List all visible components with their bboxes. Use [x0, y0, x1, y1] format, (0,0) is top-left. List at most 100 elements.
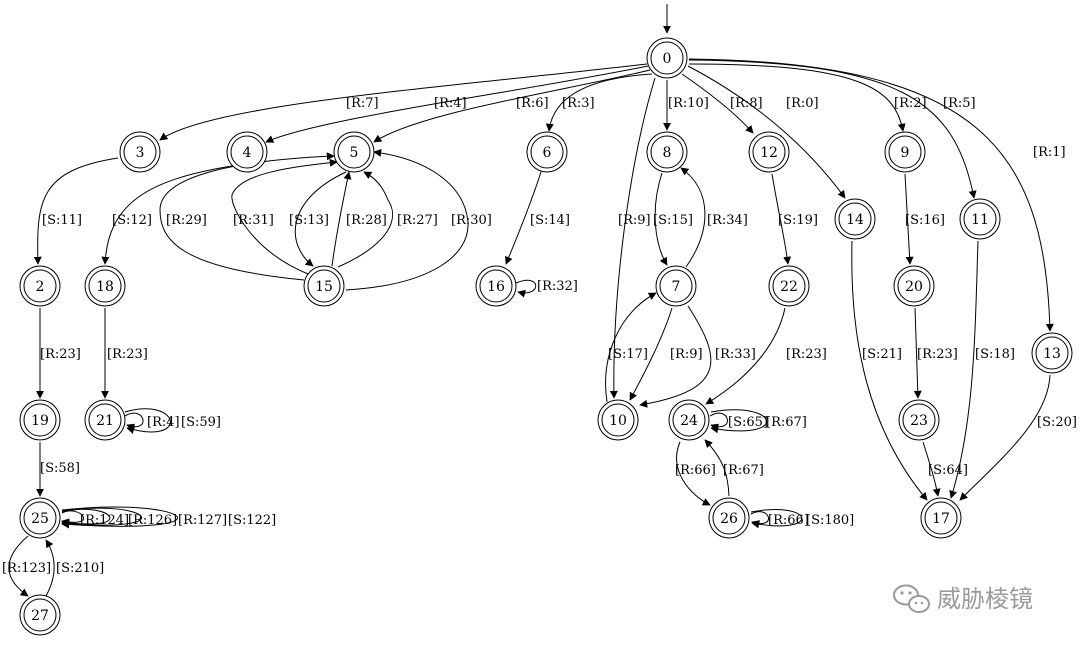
edge-line — [750, 511, 770, 528]
node-label: 21 — [96, 413, 114, 429]
node-label: 25 — [31, 511, 49, 527]
node-inner-ring — [530, 135, 564, 169]
edge-line — [101, 165, 233, 265]
edge-0-14: [R:0] — [687, 65, 846, 199]
edge-line — [681, 73, 754, 134]
edge-label: [R:32] — [537, 279, 578, 294]
edge-label: [S:20] — [1037, 415, 1077, 430]
edge-label: [S:12] — [112, 213, 152, 228]
edge-label: [S:210] — [56, 561, 104, 576]
edge-label: [R:27] — [397, 213, 438, 228]
edges-layer: [R:7][R:4][R:6][R:3][R:10][R:8][R:0][R:2… — [2, 4, 1077, 597]
edge-2-19: [R:23] — [36, 308, 81, 399]
edge-line — [159, 63, 648, 141]
node-inner-ring — [1035, 336, 1069, 370]
edge-15-5: [R:31] — [231, 158, 338, 275]
edge-line — [688, 59, 977, 199]
edge-label: [R:6] — [516, 96, 549, 111]
edge-label: [R:123] — [2, 561, 51, 576]
edge-label: [R:23] — [917, 347, 958, 362]
node-inner-ring — [88, 269, 122, 303]
edge-0-8: [R:10] — [663, 80, 709, 131]
edge-label: [R:23] — [786, 347, 827, 362]
node-label: 13 — [1043, 346, 1061, 362]
edge-0-10: [R:9] — [609, 77, 656, 399]
node-inner-ring — [88, 403, 122, 437]
edge-label: [S:122] — [228, 513, 276, 528]
node-label: 15 — [315, 279, 333, 295]
edge-label: [R:127] — [178, 513, 227, 528]
node-label: 3 — [136, 145, 145, 161]
edge-21-21: [S:59] — [124, 408, 221, 434]
edge-label: [R:28] — [346, 213, 387, 228]
edge-19-25: [S:58] — [36, 442, 80, 497]
edge-line — [345, 148, 469, 291]
edge-label: [R:31] — [233, 213, 274, 228]
edge-line — [654, 172, 668, 266]
edge-line — [959, 374, 1051, 501]
edge-22-24: [R:23] — [705, 307, 827, 405]
edge-label: [R:23] — [40, 347, 81, 362]
node-inner-ring — [838, 202, 872, 236]
edge-0-3: [R:7] — [159, 63, 648, 141]
edge-label: [R:126] — [128, 513, 177, 528]
edge-line — [629, 307, 673, 401]
edge-0-4: [R:4] — [265, 65, 649, 143]
edge-21-21: [R:4] — [124, 412, 180, 432]
edge-25-27: [R:123] — [2, 535, 51, 597]
node-label: 19 — [31, 413, 49, 429]
node-label: 2 — [36, 279, 45, 295]
state-node-7: 7 — [655, 265, 697, 307]
edge-line — [688, 58, 1054, 332]
edge-23-17: [S:64] — [922, 441, 968, 497]
edge-7-10: [R:33] — [639, 305, 756, 408]
node-label: 26 — [720, 511, 738, 527]
node-inner-ring — [897, 269, 931, 303]
edge-line — [545, 73, 653, 132]
edge-line — [61, 507, 143, 528]
edge-line — [265, 65, 649, 143]
edge-13-17: [S:20] — [959, 374, 1077, 501]
edge-label: [S:64] — [928, 463, 968, 478]
edge-line — [337, 171, 394, 268]
edge-label: [S:18] — [975, 347, 1015, 362]
state-node-19: 19 — [19, 399, 61, 441]
wechat-icon — [893, 584, 930, 613]
edge-label: [R:0] — [786, 96, 819, 111]
node-inner-ring — [123, 135, 157, 169]
edge-line — [750, 509, 803, 529]
node-inner-ring — [23, 403, 57, 437]
edge-label: [R:29] — [166, 213, 207, 228]
node-label: 6 — [543, 145, 552, 161]
edge-label: [R:5] — [943, 96, 976, 111]
edge-label: [R:9] — [670, 347, 703, 362]
edge-line — [922, 441, 941, 497]
edge-line — [124, 412, 144, 432]
edge-line — [331, 171, 352, 267]
node-inner-ring — [23, 598, 57, 632]
edge-label: [R:10] — [668, 96, 709, 111]
node-label: 11 — [971, 212, 989, 228]
state-node-18: 18 — [84, 265, 126, 307]
node-inner-ring — [963, 202, 997, 236]
edge-label: [R:67] — [723, 463, 764, 478]
state-node-12: 12 — [748, 131, 790, 173]
edge-line — [609, 77, 656, 399]
node-label: 24 — [680, 413, 698, 429]
edge-line — [680, 167, 706, 268]
edge-24-24: [S:65] — [709, 412, 768, 432]
node-inner-ring — [601, 403, 635, 437]
edge-14-17: [S:21] — [851, 240, 928, 501]
state-node-24: 24 — [668, 399, 710, 441]
edge-0-5: [R:6] — [373, 69, 651, 143]
node-label: 8 — [663, 145, 672, 161]
edge-label: [S:58] — [40, 461, 80, 476]
node-inner-ring — [23, 269, 57, 303]
edge-line — [913, 307, 922, 399]
edge-15-5: [R:30] — [345, 148, 492, 291]
node-inner-ring — [307, 269, 341, 303]
state-node-16: 16 — [475, 265, 517, 307]
state-node-4: 4 — [226, 131, 268, 173]
edge-0-6: [R:3] — [545, 73, 653, 132]
edge-25-25: [R:127] — [61, 507, 227, 528]
